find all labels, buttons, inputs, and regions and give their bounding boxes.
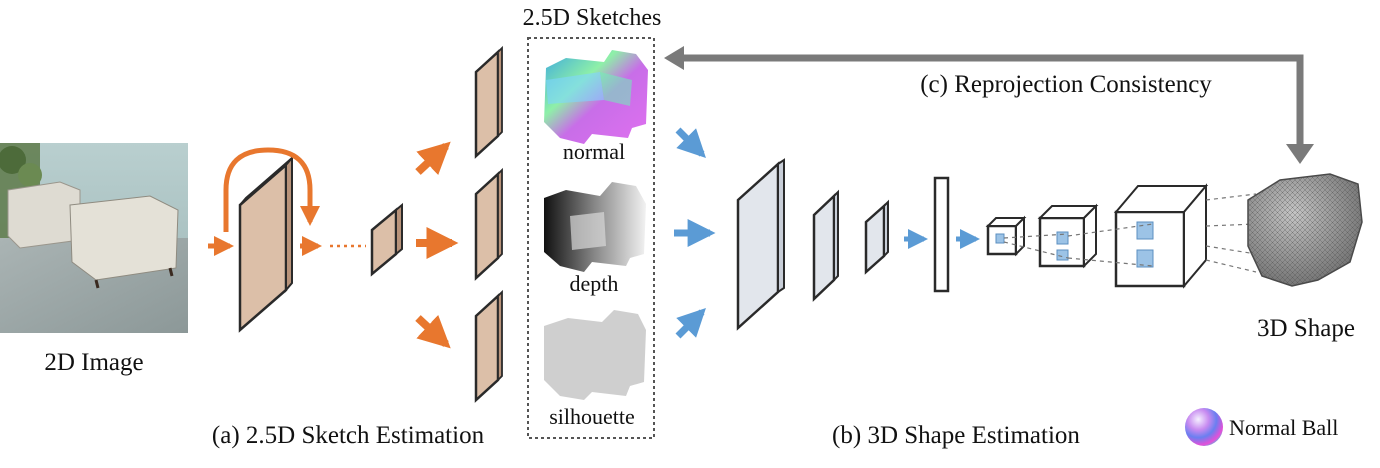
normal-map-image — [544, 50, 648, 144]
normal-label: normal — [563, 139, 625, 164]
decoder-block-silhouette — [474, 289, 503, 403]
input-photo — [0, 143, 188, 333]
latent-vector — [933, 176, 950, 293]
reprojection-feedback-arrow — [664, 46, 1314, 164]
voxel-cube-medium — [1037, 203, 1099, 269]
voxel-cube-small — [985, 215, 1027, 257]
section-b-label: (b) 3D Shape Estimation — [832, 422, 1080, 449]
voxel-cube-large — [1113, 183, 1209, 289]
sketches-title: 2.5D Sketches — [523, 5, 662, 31]
depth-label: depth — [570, 271, 619, 296]
section-a-label: (a) 2.5D Sketch Estimation — [212, 422, 485, 449]
section-c-label: (c) Reprojection Consistency — [920, 71, 1212, 98]
shape-encoder-block-1 — [736, 158, 785, 331]
shape-encoder-block-2 — [812, 189, 839, 302]
sketches-box — [527, 37, 655, 439]
branch-arrows-orange — [415, 141, 459, 349]
latent-block — [370, 202, 403, 277]
encoder-block — [238, 155, 293, 333]
normal-ball-label: Normal Ball — [1229, 415, 1338, 440]
input-image-label: 2D Image — [44, 349, 143, 376]
silhouette-label: silhouette — [549, 404, 635, 429]
decoder-block-depth — [474, 167, 503, 281]
output-3d-shape — [1247, 173, 1363, 287]
output-shape-label: 3D Shape — [1257, 315, 1355, 342]
branch-arrows-blue — [674, 127, 716, 339]
normal-ball-icon — [1185, 408, 1223, 446]
skip-connection-arrow — [223, 147, 320, 232]
decoder-block-normal — [474, 45, 503, 159]
shape-encoder-block-3 — [864, 199, 889, 275]
silhouette-image — [544, 310, 646, 400]
cube-projection-lines — [1003, 193, 1257, 273]
depth-map-image — [544, 182, 646, 272]
